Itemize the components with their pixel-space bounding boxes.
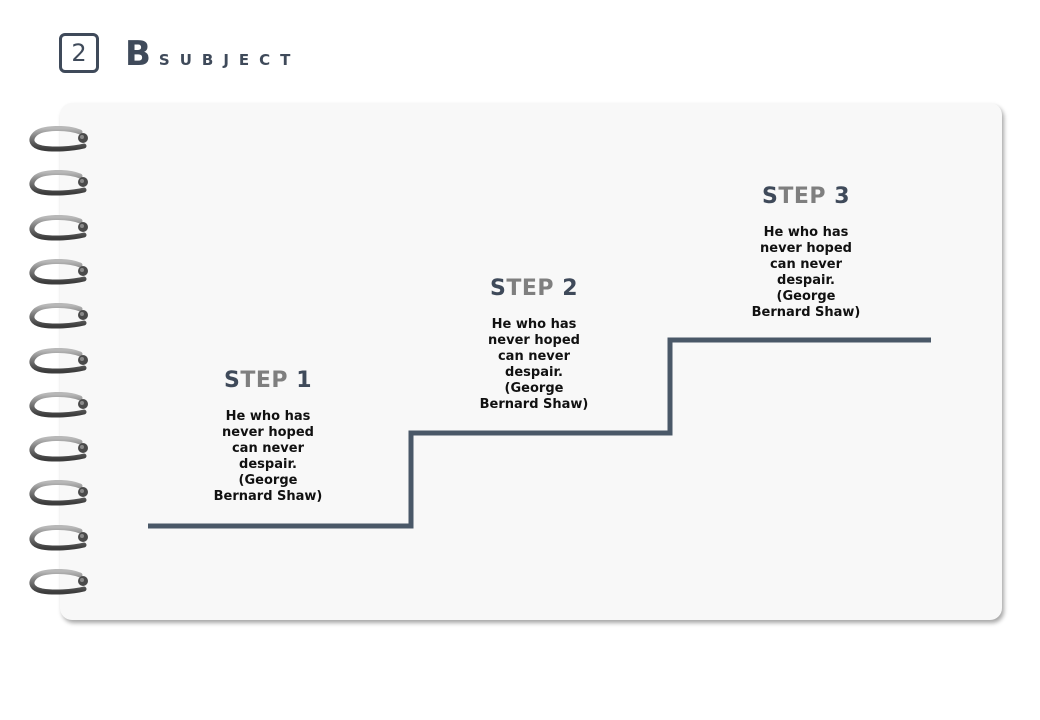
binding-ring-icon: [29, 258, 88, 285]
step-3-heading: STEP 3: [761, 184, 850, 209]
binding-ring-icon: [29, 126, 88, 152]
step-2-text: He who has never hoped can never despair…: [479, 317, 589, 412]
section-number: 2: [71, 39, 87, 67]
step-1-text: He who has never hoped can never despair…: [213, 409, 323, 504]
title-initial: B: [125, 34, 151, 74]
title-rest: SUBJECT: [158, 51, 301, 69]
binding-ring-icon: [29, 214, 88, 241]
step-2: STEP 2 He who has never hoped can never …: [464, 276, 604, 413]
step-1-heading: STEP 1: [223, 368, 312, 393]
step-2-heading: STEP 2: [489, 276, 578, 301]
binding-ring-icon: [29, 391, 88, 418]
binding-ring-icon: [29, 524, 88, 551]
binding-ring-icon: [29, 170, 88, 196]
section-number-box: 2: [59, 33, 99, 73]
step-3: STEP 3 He who has never hoped can never …: [736, 184, 876, 321]
binding-ring-icon: [29, 436, 88, 462]
binding-ring-icon: [29, 303, 88, 329]
binding-ring-icon: [29, 480, 88, 506]
step-3-text: He who has never hoped can never despair…: [751, 225, 861, 320]
page-title: B SUBJECT: [125, 34, 300, 74]
binding-ring-icon: [29, 569, 88, 595]
notebook-card: [60, 103, 1002, 620]
step-1: STEP 1 He who has never hoped can never …: [198, 368, 338, 505]
binding-ring-icon: [29, 347, 88, 374]
